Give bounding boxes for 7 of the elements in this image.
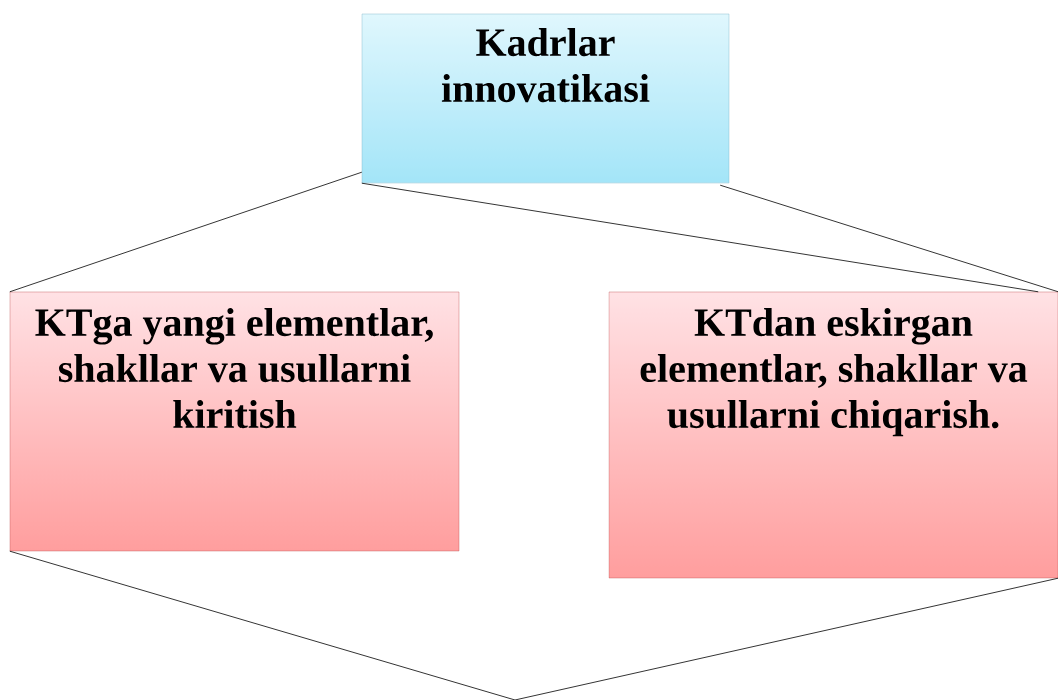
connector-line bbox=[9, 171, 363, 293]
process-box: KTga yangi elementlar, shakllar va usullarni kiritish bbox=[9, 291, 460, 552]
process-box: KTdan eskirgan elementlar, shakllar va usullarni chiqarish. bbox=[608, 291, 1058, 579]
title-box: Kadrlar innovatikasi bbox=[361, 13, 730, 184]
connector-line bbox=[361, 182, 1039, 293]
connector-line bbox=[9, 550, 516, 700]
connector-line bbox=[719, 184, 1058, 293]
